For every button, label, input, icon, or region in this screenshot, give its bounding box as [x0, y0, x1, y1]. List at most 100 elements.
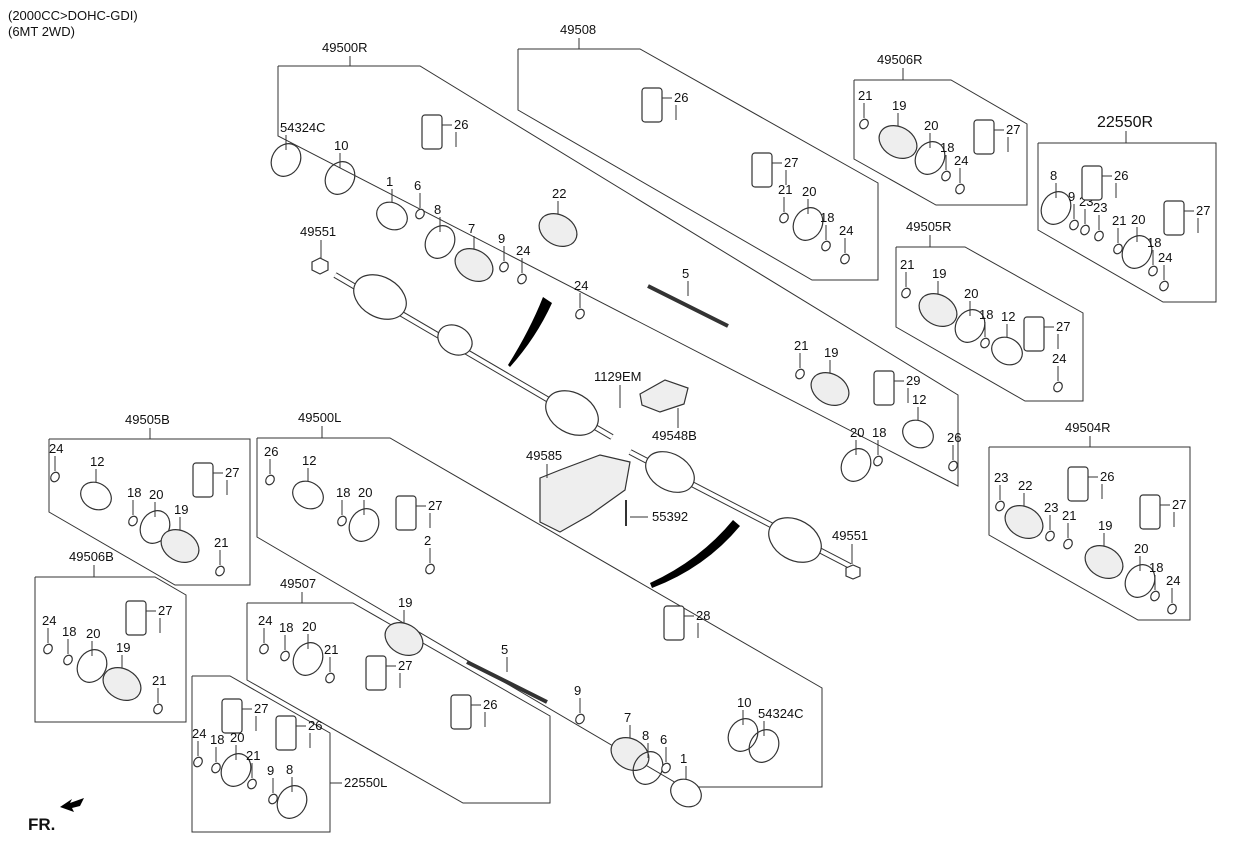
part-shaft[interactable]	[466, 660, 548, 704]
callout-part-21[interactable]: 21	[1112, 213, 1126, 255]
part-ring[interactable]	[722, 713, 763, 756]
callout-label[interactable]: 19	[932, 266, 946, 281]
part-bottle[interactable]	[663, 605, 685, 641]
part-ring[interactable]	[627, 746, 668, 789]
part-boot[interactable]	[605, 731, 655, 777]
callout-part-26[interactable]: 26	[1081, 165, 1128, 201]
part-o[interactable]	[660, 762, 672, 775]
callout-label[interactable]: 21	[1062, 508, 1076, 523]
callout-label[interactable]: 18	[1147, 235, 1161, 250]
part-o[interactable]	[1093, 230, 1105, 243]
part-label-49548B[interactable]: 49548B	[652, 428, 697, 443]
callout-part-54324C[interactable]: 54324C	[743, 706, 804, 768]
callout-part-19[interactable]: 19	[873, 98, 923, 165]
callout-label[interactable]: 12	[1001, 309, 1015, 324]
part-o[interactable]	[1158, 280, 1170, 293]
part-joint[interactable]	[666, 774, 707, 813]
callout-part-6[interactable]: 6	[414, 178, 426, 220]
part-o[interactable]	[210, 762, 222, 775]
part-ring[interactable]	[265, 138, 306, 181]
callout-part-12[interactable]: 12	[76, 454, 117, 515]
part-shaft[interactable]	[647, 284, 729, 328]
callout-label[interactable]: 8	[286, 762, 293, 777]
part-ring[interactable]	[215, 748, 256, 791]
callout-part-7[interactable]: 7	[605, 710, 655, 777]
assembly-49506R[interactable]: 49506R	[853, 52, 1028, 206]
callout-part-24[interactable]: 24	[42, 613, 56, 655]
callout-part-20[interactable]: 20	[343, 485, 384, 547]
callout-label[interactable]: 12	[302, 453, 316, 468]
part-joint[interactable]	[987, 332, 1028, 371]
callout-label[interactable]: 23	[1093, 200, 1107, 215]
part-ring[interactable]	[1116, 230, 1157, 273]
bracket-part[interactable]	[639, 379, 689, 413]
callout-label[interactable]: 27	[225, 465, 239, 480]
part-o[interactable]	[336, 515, 348, 528]
part-o[interactable]	[574, 713, 586, 726]
part-joint[interactable]	[76, 477, 117, 516]
callout-label[interactable]: 26	[264, 444, 278, 459]
heat-shield-part[interactable]	[539, 454, 631, 533]
part-o[interactable]	[1052, 381, 1064, 394]
part-label-49585[interactable]: 49585	[526, 448, 562, 463]
part-boot[interactable]	[97, 661, 147, 707]
assembly-49508[interactable]: 49508	[517, 22, 879, 281]
part-o[interactable]	[1166, 603, 1178, 616]
callout-part-18[interactable]: 18	[127, 485, 141, 527]
callout-part-18[interactable]: 18	[210, 732, 224, 774]
callout-part-12[interactable]: 12	[288, 453, 329, 514]
callout-label[interactable]: 19	[398, 595, 412, 610]
callout-label[interactable]: 54324C	[280, 120, 326, 135]
part-ring[interactable]	[319, 156, 360, 199]
callout-part-18[interactable]: 18	[279, 620, 293, 662]
callout-part-10[interactable]: 10	[722, 695, 763, 757]
callout-label[interactable]: 21	[152, 673, 166, 688]
callout-part-22[interactable]: 22	[999, 478, 1049, 545]
callout-label[interactable]: 24	[574, 278, 588, 293]
callout-label[interactable]: 27	[1172, 497, 1186, 512]
part-boot[interactable]	[449, 242, 499, 288]
callout-part-24[interactable]: 24	[516, 243, 530, 285]
part-o[interactable]	[324, 672, 336, 685]
part-o[interactable]	[858, 118, 870, 131]
part-o[interactable]	[947, 460, 959, 473]
assembly-label-22550R[interactable]: 22550R	[1097, 114, 1153, 131]
callout-label[interactable]: 24	[258, 613, 272, 628]
callout-part-24[interactable]: 24	[49, 441, 63, 483]
callout-label[interactable]: 28	[696, 608, 710, 623]
part-ring[interactable]	[343, 503, 384, 546]
part-boot[interactable]	[999, 499, 1049, 545]
assembly-label-49505R[interactable]: 49505R	[906, 219, 952, 234]
callout-part-26[interactable]: 26	[275, 715, 322, 751]
callout-label[interactable]: 22	[1018, 478, 1032, 493]
callout-part-20[interactable]: 20	[835, 425, 876, 487]
callout-label[interactable]: 18	[210, 732, 224, 747]
part-ring[interactable]	[1035, 186, 1076, 229]
part-o[interactable]	[778, 212, 790, 225]
part-o[interactable]	[498, 261, 510, 274]
callout-label[interactable]: 20	[230, 730, 244, 745]
callout-part-10[interactable]: 10	[319, 138, 360, 200]
part-bottle[interactable]	[1139, 494, 1161, 530]
callout-label[interactable]: 9	[267, 763, 274, 778]
callout-part-20[interactable]: 20	[1116, 212, 1157, 274]
callout-part-18[interactable]: 18	[62, 624, 76, 666]
assembly-22550L[interactable]: 22550L	[191, 675, 387, 833]
callout-label[interactable]: 19	[1098, 518, 1112, 533]
callout-label[interactable]: 18	[820, 210, 834, 225]
part-bottle[interactable]	[192, 462, 214, 498]
part-o[interactable]	[1079, 224, 1091, 237]
callout-part-27[interactable]: 27	[365, 655, 412, 691]
callout-label[interactable]: 20	[86, 626, 100, 641]
part-boot[interactable]	[379, 616, 429, 662]
callout-label[interactable]: 19	[824, 345, 838, 360]
callout-part-26[interactable]: 26	[641, 87, 688, 123]
callout-part-27[interactable]: 27	[395, 495, 442, 531]
callout-label[interactable]: 18	[127, 485, 141, 500]
callout-label[interactable]: 20	[850, 425, 864, 440]
part-o[interactable]	[574, 308, 586, 321]
callout-label[interactable]: 20	[302, 619, 316, 634]
callout-part-29[interactable]: 29	[873, 370, 920, 406]
callout-part-20[interactable]: 20	[1119, 541, 1160, 603]
callout-label[interactable]: 24	[1052, 351, 1066, 366]
